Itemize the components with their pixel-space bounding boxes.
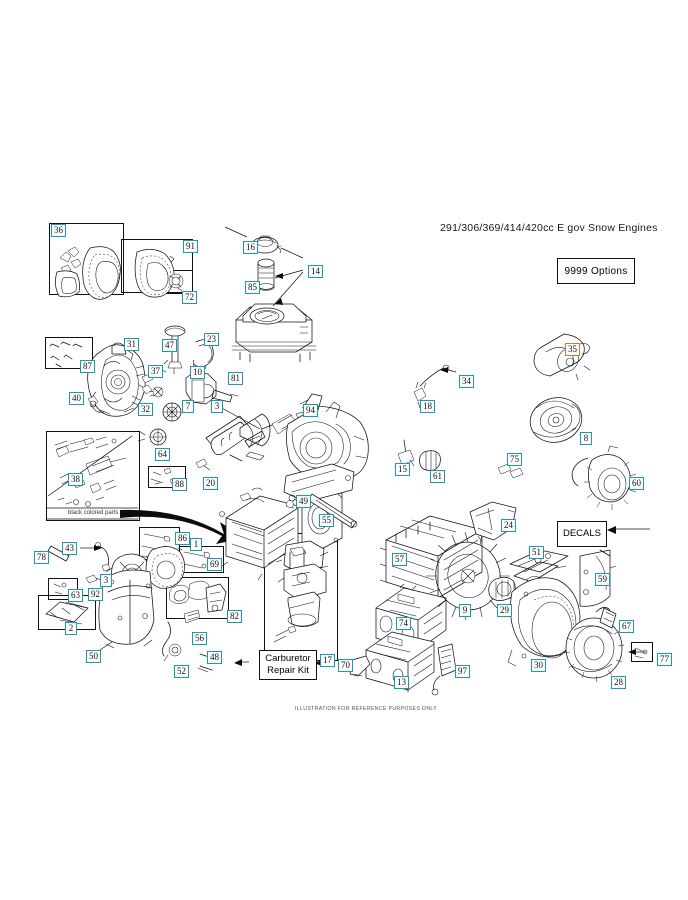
hardware-group-88 <box>148 466 186 488</box>
callout-part-81[interactable]: 81 <box>228 372 243 385</box>
callout-part-24[interactable]: 24 <box>501 519 516 532</box>
callout-part-64[interactable]: 64 <box>155 448 170 461</box>
callout-part-36[interactable]: 36 <box>51 224 66 237</box>
callout-part-85[interactable]: 85 <box>245 281 260 294</box>
callout-part-57[interactable]: 57 <box>392 553 407 566</box>
callout-part-13[interactable]: 13 <box>394 676 409 689</box>
callout-part-8[interactable]: 8 <box>580 432 592 445</box>
callout-part-61[interactable]: 61 <box>430 470 445 483</box>
decals-box[interactable]: DECALS <box>557 521 607 547</box>
callout-part-60[interactable]: 60 <box>629 477 644 490</box>
callout-part-23[interactable]: 23 <box>204 333 219 346</box>
callout-part-55[interactable]: 55 <box>319 514 334 527</box>
callout-part-86[interactable]: 86 <box>175 532 190 545</box>
callout-part-82[interactable]: 82 <box>227 610 242 623</box>
callout-part-70[interactable]: 70 <box>338 659 353 672</box>
callout-part-15[interactable]: 15 <box>395 463 410 476</box>
decals-label: DECALS <box>562 528 601 540</box>
callout-part-17[interactable]: 17 <box>320 654 335 667</box>
callout-part-91[interactable]: 91 <box>183 240 198 253</box>
callout-part-92[interactable]: 92 <box>88 588 103 601</box>
callout-part-49[interactable]: 49 <box>296 495 311 508</box>
callout-part-67[interactable]: 67 <box>619 620 634 633</box>
callout-part-31[interactable]: 31 <box>124 338 139 351</box>
black-parts-note: black colored parts <box>68 510 119 516</box>
callout-part-77[interactable]: 77 <box>657 653 672 666</box>
callout-part-63[interactable]: 63 <box>68 589 83 602</box>
callout-part-37[interactable]: 37 <box>148 365 163 378</box>
callout-part-56[interactable]: 56 <box>192 632 207 645</box>
callout-part-2[interactable]: 2 <box>65 622 77 635</box>
footer-disclaimer: ILLUSTRATION FOR REFERENCE PURPOSES ONLY <box>295 706 438 712</box>
screws-group-86 <box>139 527 180 560</box>
callout-part-88[interactable]: 88 <box>172 478 187 491</box>
callout-part-69[interactable]: 69 <box>207 558 222 571</box>
callout-part-34[interactable]: 34 <box>459 375 474 388</box>
callout-part-40[interactable]: 40 <box>69 392 84 405</box>
callout-part-7[interactable]: 7 <box>182 400 194 413</box>
govkit-group-38 <box>46 431 140 521</box>
callout-part-30[interactable]: 30 <box>531 659 546 672</box>
callout-part-50[interactable]: 50 <box>86 650 101 663</box>
callout-part-75[interactable]: 75 <box>507 453 522 466</box>
callout-part-35[interactable]: 35 <box>565 343 580 356</box>
gasket-group-82 <box>166 577 229 619</box>
callout-part-16[interactable]: 16 <box>243 241 258 254</box>
callout-part-78[interactable]: 78 <box>34 551 49 564</box>
callout-part-1[interactable]: 1 <box>190 538 202 551</box>
callout-part-10[interactable]: 10 <box>190 366 205 379</box>
callout-part-48[interactable]: 48 <box>207 651 222 664</box>
callout-part-52[interactable]: 52 <box>174 665 189 678</box>
callout-part-14[interactable]: 14 <box>308 265 323 278</box>
carburetor-group-17 <box>264 533 338 661</box>
callout-part-97[interactable]: 97 <box>455 665 470 678</box>
callout-part-3[interactable]: 3 <box>211 400 223 413</box>
options-box[interactable]: 9999 Options <box>557 258 635 284</box>
callout-part-29[interactable]: 29 <box>497 604 512 617</box>
callout-part-87[interactable]: 87 <box>80 360 95 373</box>
callout-part-47[interactable]: 47 <box>162 339 177 352</box>
page-title: 291/306/369/414/420cc E gov Snow Engines <box>440 222 658 234</box>
hardware-group-77 <box>631 642 653 662</box>
callout-part-43[interactable]: 43 <box>62 542 77 555</box>
callout-part-74[interactable]: 74 <box>396 617 411 630</box>
callout-part-51[interactable]: 51 <box>529 546 544 559</box>
callout-part-20[interactable]: 20 <box>203 477 218 490</box>
callout-part-28[interactable]: 28 <box>611 676 626 689</box>
callout-part-94[interactable]: 94 <box>303 404 318 417</box>
callout-part-38[interactable]: 38 <box>68 473 83 486</box>
callout-part-32[interactable]: 32 <box>138 403 153 416</box>
callout-part-9[interactable]: 9 <box>459 604 471 617</box>
callout-part-18[interactable]: 18 <box>420 400 435 413</box>
callout-part-3[interactable]: 3 <box>100 574 112 587</box>
callout-part-72[interactable]: 72 <box>182 291 197 304</box>
callout-part-59[interactable]: 59 <box>595 573 610 586</box>
